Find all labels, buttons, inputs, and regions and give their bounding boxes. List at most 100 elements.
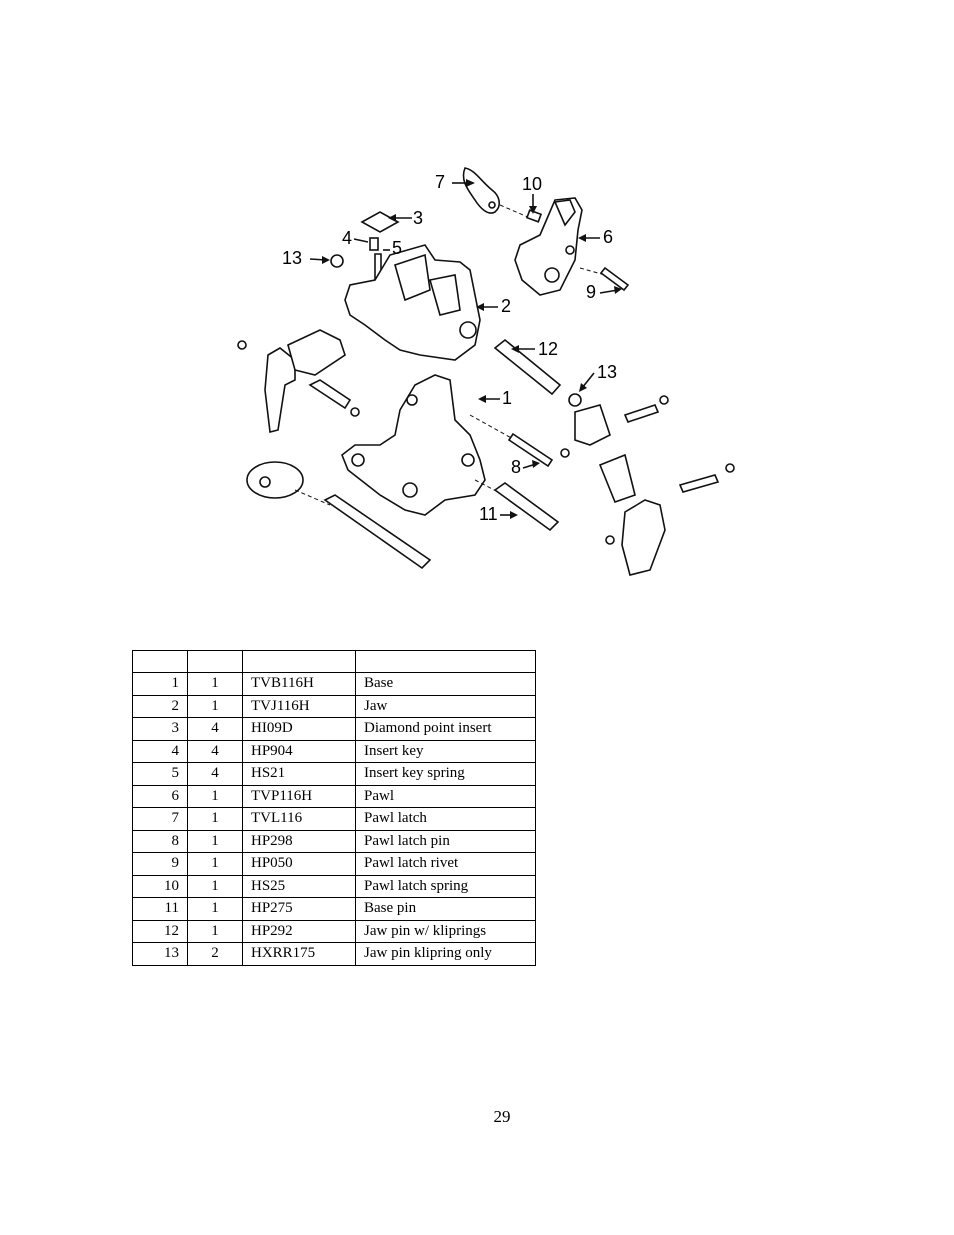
item-number: 10 (132, 874, 188, 898)
item-number: 1 (132, 672, 188, 696)
item-number: 13 (132, 942, 188, 966)
description: Pawl (355, 784, 536, 808)
part-handle-chain-assembly (560, 395, 735, 576)
description: Pawl latch (355, 807, 536, 831)
callout-4: 4 (342, 228, 369, 248)
table-header-row (132, 650, 536, 673)
part-number: TVL116 (242, 807, 356, 831)
svg-text:13: 13 (282, 248, 302, 268)
page-number: 29 (493, 1107, 511, 1126)
part-number: HI09D (242, 717, 356, 741)
description: Base (355, 672, 536, 696)
svg-text:6: 6 (603, 227, 613, 247)
description: Jaw (355, 694, 536, 718)
description: Pawl latch pin (355, 829, 536, 853)
callout-13-top: 13 (282, 248, 330, 268)
description: Pawl latch spring (355, 874, 536, 898)
quantity: 1 (187, 829, 243, 853)
quantity: 1 (187, 807, 243, 831)
part-number: HP298 (242, 829, 356, 853)
svg-text:4: 4 (342, 228, 352, 248)
callout-8: 8 (511, 457, 540, 477)
part-jaw-pin (493, 338, 562, 396)
callout-12: 12 (511, 339, 558, 359)
part-pawl-latch (462, 167, 501, 214)
callout-5: 5 (383, 238, 402, 258)
item-number: 3 (132, 717, 188, 741)
part-number: HS25 (242, 874, 356, 898)
svg-text:1: 1 (502, 388, 512, 408)
item-number: 5 (132, 762, 188, 786)
svg-text:9: 9 (586, 282, 596, 302)
vise-exploded-view: 7 10 3 4 5 6 13 (237, 167, 735, 576)
description: Diamond point insert (355, 717, 536, 741)
part-pawl-latch-spring (525, 209, 543, 223)
item-number: 6 (132, 784, 188, 808)
item-number: 12 (132, 919, 188, 943)
description: Insert key (355, 739, 536, 763)
callout-7: 7 (435, 172, 475, 192)
item-number: 7 (132, 807, 188, 831)
quantity: 1 (187, 897, 243, 921)
column-header (355, 650, 536, 673)
part-pawl-latch-rivet (599, 266, 630, 292)
svg-text:12: 12 (538, 339, 558, 359)
svg-text:8: 8 (511, 457, 521, 477)
part-jaw-pin-klipring (568, 393, 582, 407)
quantity: 4 (187, 762, 243, 786)
part-number: HS21 (242, 762, 356, 786)
axis-line (469, 414, 516, 441)
item-number: 11 (132, 897, 188, 921)
column-header (187, 650, 243, 673)
description: Pawl latch rivet (355, 852, 536, 876)
callout-1: 1 (478, 388, 512, 408)
part-insert-key (369, 237, 379, 251)
quantity: 1 (187, 672, 243, 696)
svg-text:13: 13 (597, 362, 617, 382)
quantity: 1 (187, 784, 243, 808)
description: Insert key spring (355, 762, 536, 786)
quantity: 4 (187, 739, 243, 763)
quantity: 1 (187, 694, 243, 718)
callout-6: 6 (578, 227, 613, 247)
callout-2: 2 (476, 296, 511, 316)
callout-10: 10 (522, 174, 542, 214)
item-number: 8 (132, 829, 188, 853)
callout-13-right: 13 (579, 362, 617, 392)
description: Jaw pin w/ kliprings (355, 919, 536, 943)
part-base-pin (493, 482, 560, 532)
quantity: 1 (187, 852, 243, 876)
svg-text:5: 5 (392, 238, 402, 258)
part-diamond-point-insert (360, 211, 400, 233)
part-jaw-pin-klipring-top (330, 254, 344, 268)
quantity: 2 (187, 942, 243, 966)
part-pawl (514, 197, 583, 296)
part-number: TVP116H (242, 784, 356, 808)
axis-line (499, 204, 531, 219)
part-number: TVB116H (242, 672, 356, 696)
callout-9: 9 (586, 282, 622, 302)
part-number: TVJ116H (242, 694, 356, 718)
callout-11: 11 (479, 504, 518, 524)
description: Jaw pin klipring only (355, 942, 536, 966)
item-number: 4 (132, 739, 188, 763)
part-number: HXRR175 (242, 942, 356, 966)
part-base (341, 374, 486, 516)
part-number: HP050 (242, 852, 356, 876)
exploded-parts-diagram: 7 10 3 4 5 6 13 (230, 150, 760, 590)
part-number: HP275 (242, 897, 356, 921)
part-jaw (344, 244, 481, 361)
quantity: 1 (187, 919, 243, 943)
